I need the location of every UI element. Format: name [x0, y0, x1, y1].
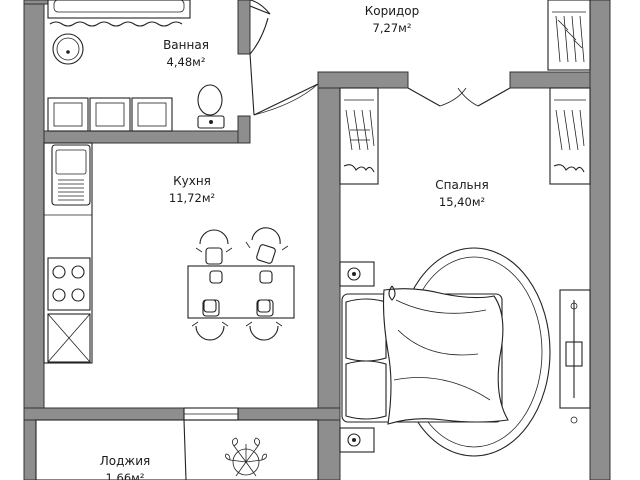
lamp-top-icon [347, 267, 361, 281]
wall-bath-right [237, 0, 251, 55]
kitchen: Кухня 11,72м² [43, 142, 295, 480]
plate-4 [257, 299, 271, 313]
bath-cabinet-1 [47, 97, 89, 132]
bathroom: Ванная 4,48м² [47, 0, 319, 132]
corridor: Коридор 7,27м² [249, 0, 591, 107]
wall-right-outer [589, 0, 611, 480]
wall-top-stub [23, 0, 49, 5]
room-area-bedroom: 15,40м² [439, 195, 485, 209]
sink-bowl [56, 37, 80, 61]
room-area-bathroom: 4,48м² [167, 55, 206, 69]
room-name-loggia: Лоджия [100, 454, 151, 468]
kitchen-sink-icon [51, 144, 91, 206]
blanket-folds [393, 299, 491, 401]
bedroom-door-right [477, 87, 511, 107]
wall-kitchen-bottom-left [23, 407, 185, 421]
plate-1 [209, 270, 223, 284]
burner-2 [71, 265, 85, 279]
wall-left-outer [23, 0, 45, 421]
kitchen-cabinet-cross [47, 313, 91, 363]
corridor-wardrobe-hangers [555, 15, 585, 63]
entry-door-arc [249, 0, 271, 15]
shower-curtain [49, 21, 183, 27]
sink-icon [52, 33, 84, 65]
lamp-bottom-icon [347, 433, 361, 447]
wall-loggia-left [23, 419, 37, 480]
wall-corridor-bedroom [317, 71, 409, 89]
lamp-bottom-center [352, 438, 356, 442]
room-name-corridor: Коридор [365, 4, 420, 18]
loggia-door-leaf [183, 419, 187, 480]
wardrobe-right [549, 87, 591, 185]
pillow-1 [345, 298, 387, 362]
nightstand-top [339, 261, 375, 287]
wall-bath-kitchen [43, 130, 251, 144]
blanket [382, 288, 509, 425]
lamp-top-center [352, 272, 356, 276]
burner-3 [52, 288, 66, 302]
bath-cabinet-3-door [137, 102, 167, 127]
bedroom: Спальня 15,40м² [339, 87, 591, 457]
bed [341, 285, 509, 425]
pillow-2 [345, 360, 387, 420]
bath-door-leaf [249, 53, 255, 116]
wall-kitchen-bottom-right [237, 407, 341, 421]
loggia-outline [35, 419, 319, 480]
corridor-door-leaf [253, 83, 319, 116]
bathtub [47, 0, 191, 19]
kitchen-sink-drainboard [58, 179, 84, 201]
chair-top-right [245, 227, 289, 264]
dresser-knob-top [570, 302, 578, 310]
bedroom-door-arc-right [457, 87, 479, 107]
chair-top-left [195, 229, 233, 265]
room-name-kitchen: Кухня [173, 174, 211, 188]
bath-cabinet-2 [89, 97, 131, 132]
plant-icon [225, 437, 267, 477]
plate-3 [203, 299, 217, 313]
bedroom-door-arc-left [439, 87, 467, 107]
burner-1 [52, 265, 66, 279]
bathtub-inner [53, 0, 185, 13]
room-area-kitchen: 11,72м² [169, 191, 215, 205]
room-name-bedroom: Спальня [435, 178, 488, 192]
wall-bath-right-lower [237, 115, 251, 144]
loggia: Лоджия 1,66м² [35, 419, 319, 480]
blanket-corner [388, 285, 396, 301]
walls [23, 0, 611, 480]
wardrobe-right-hangers [555, 109, 585, 151]
bath-cabinet-2-door [95, 102, 125, 127]
dresser [559, 289, 591, 409]
wardrobe-right-items [553, 164, 585, 173]
wardrobe-left-items [343, 164, 375, 173]
bathroom-door [249, 5, 271, 55]
burner-4 [71, 288, 85, 302]
stove-icon [47, 257, 91, 311]
sink-drain [66, 50, 70, 54]
plate-2 [259, 270, 273, 284]
room-area-corridor: 7,27м² [373, 21, 412, 35]
bath-door-arc [253, 83, 319, 116]
bath-cabinet-1-door [53, 102, 83, 127]
toilet-icon [197, 84, 223, 116]
tv-screen [565, 341, 583, 367]
toilet-button [209, 120, 213, 124]
bedroom-door-left [407, 87, 441, 107]
room-name-bathroom: Ванная [163, 38, 209, 52]
kitchen-sink-bowl [55, 149, 87, 175]
room-area-loggia: 1,66м² [106, 471, 145, 480]
bath-cabinet-3 [131, 97, 173, 132]
nightstand-bottom [339, 427, 375, 453]
wardrobe-left-shelves [350, 129, 370, 141]
corridor-wardrobe-hatch [557, 19, 583, 49]
dresser-knob-bottom [570, 416, 578, 424]
